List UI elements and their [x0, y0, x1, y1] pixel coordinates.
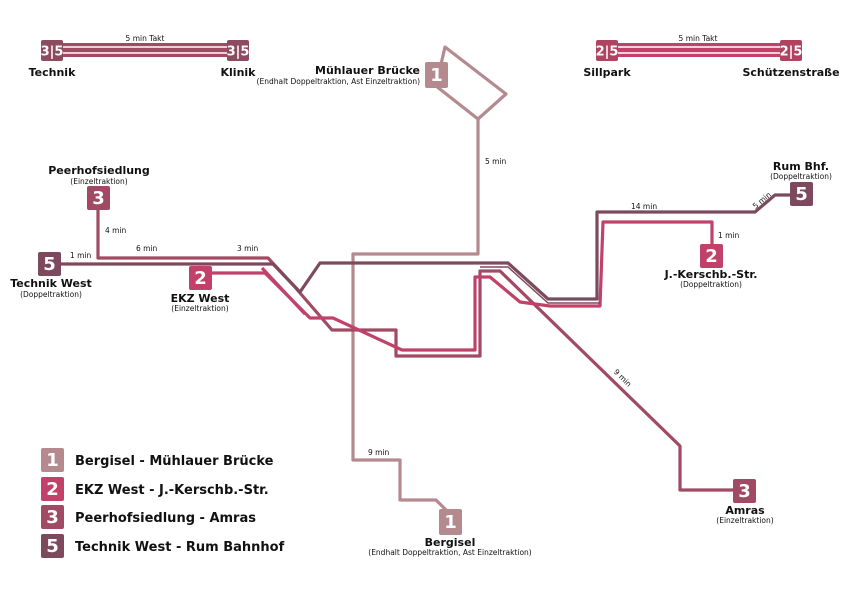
- station-name: Peerhofsiedlung: [48, 164, 150, 177]
- legend: 1 Bergisel - Mühlauer Brücke 2 EKZ West …: [41, 448, 285, 558]
- station-number: 2: [194, 268, 207, 289]
- station-badge: [790, 182, 813, 206]
- shuttle-technik-klinik: 3|5 3|5 5 min Takt Technik Klinik: [29, 34, 257, 79]
- station-number: 1: [444, 512, 457, 533]
- station-name: EKZ West: [171, 292, 230, 305]
- legend-text: Peerhofsiedlung - Amras: [75, 511, 256, 526]
- station-note: (Einzeltraktion): [716, 516, 773, 525]
- station-kerschbaumer-strasse: 2 J.-Kerschb.-Str. (Doppeltraktion): [664, 244, 758, 289]
- shuttle-badge-left-a-text: 3|5: [41, 45, 64, 60]
- station-bergisel: 1 Bergisel (Endhalt Doppeltraktion, Ast …: [368, 509, 532, 557]
- line-2-route: [210, 220, 714, 352]
- station-muehlauer-bruecke: 1 Mühlauer Brücke (Endhalt Doppeltraktio…: [257, 62, 448, 88]
- station-badge: [733, 479, 756, 503]
- shuttle-right-to: Schützenstraße: [742, 66, 839, 79]
- station-name: Bergisel: [425, 536, 476, 549]
- legend-badge: [41, 477, 64, 501]
- station-badge: [700, 244, 723, 268]
- time-label: 1 min: [718, 231, 740, 240]
- shuttle-right-freq: 5 min Takt: [679, 34, 718, 43]
- legend-badge: [41, 448, 64, 472]
- legend-number: 2: [46, 479, 59, 500]
- time-label: 9 min: [368, 448, 390, 457]
- station-badge: [189, 266, 212, 290]
- station-badge: [87, 186, 110, 210]
- shuttle-badge-left-b: [227, 40, 249, 61]
- legend-badge: [41, 505, 64, 529]
- station-note: (Doppeltraktion): [770, 172, 832, 181]
- station-name: Technik West: [10, 277, 92, 290]
- station-note: (Doppeltraktion): [680, 280, 742, 289]
- station-peerhofsiedlung: Peerhofsiedlung (Einzeltraktion) 3: [48, 164, 150, 210]
- shuttle-badge-right-b-text: 2|5: [780, 45, 803, 60]
- legend-number: 1: [46, 450, 59, 471]
- station-note: (Endhalt Doppeltraktion, Ast Einzeltrakt…: [257, 77, 421, 86]
- legend-number: 3: [46, 507, 59, 528]
- shuttle-left-freq: 5 min Takt: [126, 34, 165, 43]
- station-note: (Endhalt Doppeltraktion, Ast Einzeltrakt…: [368, 548, 532, 557]
- station-rum-bahnhof: Rum Bhf. (Doppeltraktion) 5: [770, 160, 832, 206]
- line-3-route: [96, 206, 738, 492]
- station-technik-west: 5 Technik West (Doppeltraktion): [10, 252, 92, 299]
- line-1-route: [351, 45, 508, 514]
- shuttle-left-from: Technik: [29, 66, 76, 79]
- shuttle-sillpark-schuetzenstrasse: 2|5 2|5 5 min Takt Sillpark Schützenstra…: [583, 34, 839, 79]
- station-number: 3: [92, 188, 105, 209]
- shuttle-left-to: Klinik: [221, 66, 257, 79]
- station-name: Rum Bhf.: [773, 160, 829, 173]
- station-note: (Einzeltraktion): [171, 304, 228, 313]
- station-number: 3: [738, 481, 751, 502]
- station-name: J.-Kerschb.-Str.: [664, 268, 758, 281]
- legend-text: Technik West - Rum Bahnhof: [75, 540, 285, 555]
- legend-item-3: 3 Peerhofsiedlung - Amras: [41, 505, 256, 529]
- station-badge: [425, 62, 448, 88]
- shuttle-badge-right-a-text: 2|5: [596, 45, 619, 60]
- legend-text: EKZ West - J.-Kerschb.-Str.: [75, 483, 269, 498]
- station-note: (Doppeltraktion): [20, 290, 82, 299]
- shuttle-badge-left-a: [41, 40, 63, 61]
- station-ekz-west: 2 EKZ West (Einzeltraktion): [171, 266, 230, 313]
- shuttle-right-from: Sillpark: [583, 66, 631, 79]
- station-number: 5: [795, 184, 808, 205]
- time-label: 4 min: [105, 226, 127, 235]
- legend-badge: [41, 534, 64, 558]
- legend-item-2: 2 EKZ West - J.-Kerschb.-Str.: [41, 477, 269, 501]
- station-name: Amras: [725, 504, 765, 517]
- time-label: 3 min: [237, 244, 259, 253]
- station-number: 1: [430, 65, 443, 86]
- station-badge: [439, 509, 462, 535]
- station-number: 5: [43, 254, 56, 275]
- time-label: 9 min: [612, 367, 634, 389]
- station-number: 2: [705, 246, 718, 267]
- shuttle-badge-right-a: [596, 40, 618, 61]
- station-name: Mühlauer Brücke: [315, 64, 420, 77]
- legend-item-1: 1 Bergisel - Mühlauer Brücke: [41, 448, 274, 472]
- time-label: 6 min: [136, 244, 158, 253]
- time-label: 5 min: [485, 157, 507, 166]
- station-note: (Einzeltraktion): [70, 177, 127, 186]
- time-label: 14 min: [631, 202, 657, 211]
- legend-number: 5: [46, 536, 59, 557]
- line-5-route: [60, 193, 795, 304]
- shuttle-badge-left-b-text: 3|5: [227, 45, 250, 60]
- shuttle-badge-right-b: [780, 40, 802, 61]
- time-label: 1 min: [70, 251, 92, 260]
- station-badge: [38, 252, 61, 276]
- legend-item-5: 5 Technik West - Rum Bahnhof: [41, 534, 285, 558]
- legend-text: Bergisel - Mühlauer Brücke: [75, 454, 274, 469]
- station-amras: 3 Amras (Einzeltraktion): [716, 479, 774, 525]
